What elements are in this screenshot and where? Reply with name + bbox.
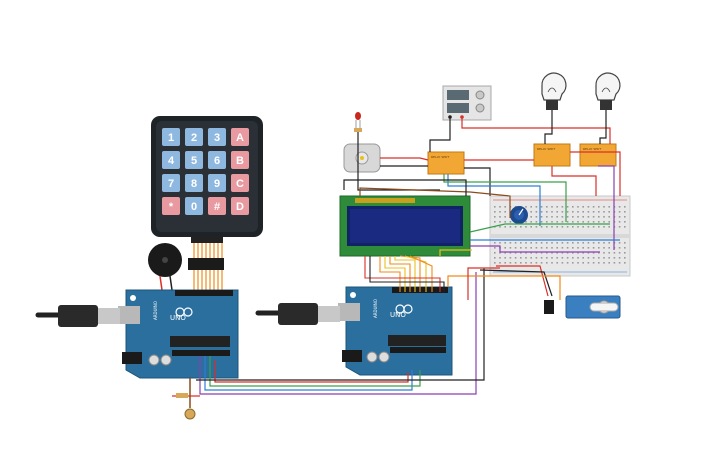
keypad-wires xyxy=(193,243,223,290)
keypad-4x4[interactable]: 1 2 3 A 4 5 6 B 7 8 9 C * 0 # D xyxy=(151,116,263,243)
arduino-left-model: UNO xyxy=(170,314,186,322)
keypad-key-label: 2 xyxy=(191,132,197,144)
keypad-key-label: 0 xyxy=(191,201,197,213)
keypad-key-b[interactable]: B xyxy=(231,151,249,169)
keypad-key-label: # xyxy=(214,201,220,213)
potentiometer[interactable] xyxy=(510,206,528,224)
lcd-16x2[interactable] xyxy=(339,195,471,257)
right-side-wires xyxy=(343,110,621,300)
arduino-right-logo xyxy=(395,304,413,314)
keypad-key-label: 4 xyxy=(168,155,175,167)
keypad-key-3[interactable]: 3 xyxy=(208,128,226,146)
light-bulb-2[interactable] xyxy=(595,72,621,110)
keypad-key-9[interactable]: 9 xyxy=(208,174,226,192)
keypad-key-7[interactable]: 7 xyxy=(162,174,180,192)
relay-3-label: RELAY SPDT xyxy=(583,147,601,151)
keypad-key-4[interactable]: 4 xyxy=(162,151,180,169)
keypad-key-2[interactable]: 2 xyxy=(185,128,203,146)
keypad-key-hash[interactable]: # xyxy=(208,197,226,215)
keypad-key-c[interactable]: C xyxy=(231,174,249,192)
relay-3[interactable]: RELAY SPDT xyxy=(579,143,617,167)
photoresistor[interactable] xyxy=(172,378,200,420)
relay-1-label: RELAY SPDT xyxy=(431,155,449,159)
keypad-key-8[interactable]: 8 xyxy=(185,174,203,192)
inter-board-wires xyxy=(196,268,485,395)
keypad-key-label: 9 xyxy=(214,178,220,190)
servo-motor[interactable] xyxy=(544,295,621,319)
keypad-connector-pins xyxy=(191,237,223,243)
arduino-left-brand: ARDUINO xyxy=(153,301,158,320)
relay-2-label: RELAY SPDT xyxy=(537,147,555,151)
arduino-right-model: UNO xyxy=(390,311,406,319)
light-bulb-1[interactable] xyxy=(541,72,567,110)
lcd-wires xyxy=(364,255,445,292)
keypad-key-1[interactable]: 1 xyxy=(162,128,180,146)
arduino-left-logo xyxy=(175,307,193,317)
keypad-key-0[interactable]: 0 xyxy=(185,197,203,215)
dc-motor[interactable] xyxy=(343,143,381,173)
keypad-key-label: 8 xyxy=(191,178,197,190)
keypad-key-label: 6 xyxy=(214,155,220,167)
keypad-key-label: * xyxy=(169,201,174,213)
keypad-key-label: D xyxy=(236,201,244,213)
keypad-key-d[interactable]: D xyxy=(231,197,249,215)
relay-1[interactable]: RELAY SPDT xyxy=(427,151,465,175)
keypad-key-label: C xyxy=(236,178,244,190)
breadboard[interactable] xyxy=(489,195,631,277)
red-led[interactable] xyxy=(354,112,362,132)
keypad-header-pins xyxy=(188,258,224,270)
arduino-right-brand: ARDUINO xyxy=(373,299,378,318)
arduino-uno-right[interactable]: UNO ARDUINO xyxy=(338,286,453,376)
keypad-key-6[interactable]: 6 xyxy=(208,151,226,169)
usb-cable-left[interactable] xyxy=(35,305,120,327)
keypad-key-label: A xyxy=(236,132,244,144)
arduino-uno-left[interactable]: UNO ARDUINO xyxy=(118,289,239,379)
keypad-key-label: 5 xyxy=(191,155,197,167)
keypad-key-a[interactable]: A xyxy=(231,128,249,146)
piezo-buzzer[interactable] xyxy=(148,243,182,291)
keypad-key-star[interactable]: * xyxy=(162,197,180,215)
keypad-key-label: 3 xyxy=(214,132,220,144)
keypad-key-label: B xyxy=(236,155,244,167)
keypad-key-label: 1 xyxy=(168,132,174,144)
relay-2[interactable]: RELAY SPDT xyxy=(533,143,571,167)
usb-cable-right[interactable] xyxy=(255,303,340,325)
keypad-key-label: 7 xyxy=(168,178,174,190)
power-supply[interactable] xyxy=(442,85,492,121)
keypad-key-5[interactable]: 5 xyxy=(185,151,203,169)
